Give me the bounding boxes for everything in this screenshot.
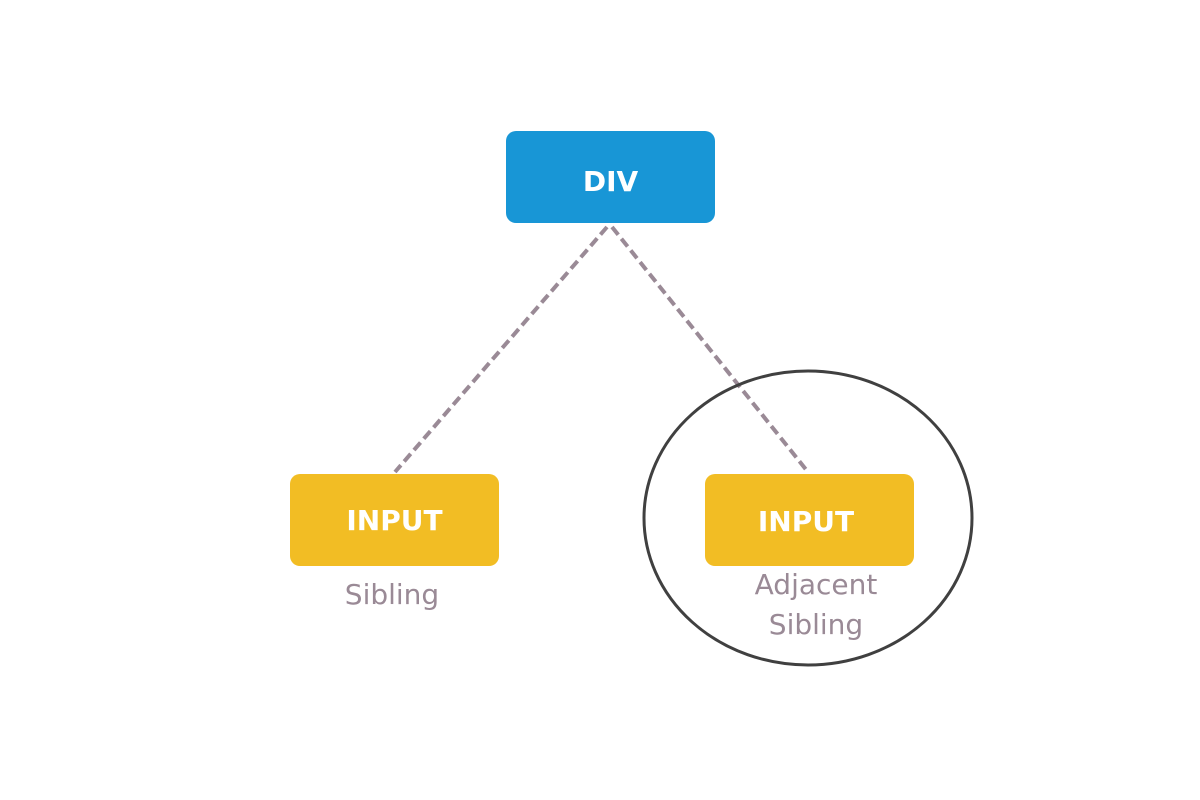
connector-root-to-adjacent-sibling: [610, 225, 810, 474]
caption-adjacent-sibling-line1: Adjacent: [755, 568, 878, 601]
node-input-sibling-label: INPUT: [346, 504, 442, 537]
caption-sibling: Sibling: [345, 578, 439, 611]
node-div-box: [506, 131, 715, 223]
connector-root-to-sibling: [393, 225, 609, 474]
highlight-ring: [642, 369, 974, 667]
node-input-sibling: INPUT: [290, 474, 499, 566]
node-input-adjacent-sibling-box: [705, 474, 914, 566]
node-input-adjacent-sibling: INPUT: [705, 474, 914, 566]
node-div: DIV: [506, 131, 715, 223]
node-div-label: DIV: [583, 165, 639, 198]
caption-adjacent-sibling-line2: Sibling: [769, 608, 863, 641]
node-input-sibling-box: [290, 474, 499, 566]
node-input-adjacent-sibling-label: INPUT: [758, 505, 854, 538]
